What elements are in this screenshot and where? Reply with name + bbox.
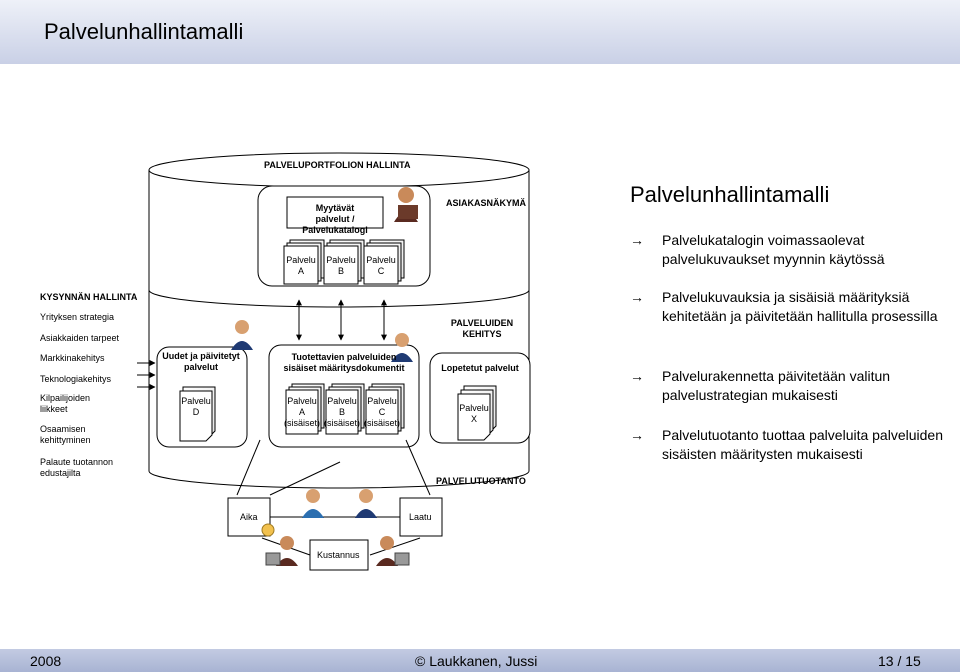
new-service-doc-d	[179, 386, 216, 442]
new-service-d: Palvelu D	[181, 396, 211, 417]
person-icon	[391, 333, 413, 362]
demand-title: KYSYNNÄN HALLINTA	[40, 292, 138, 302]
arrow-icon: →	[630, 289, 644, 305]
catalog-label: Myytävät palvelut / Palvelukatalogi	[302, 203, 368, 235]
bullet-item: → Palvelukatalogin voimassaolevat palvel…	[630, 232, 885, 267]
quality-box	[399, 497, 443, 537]
catalog-service-c: Palvelu C	[366, 255, 396, 276]
internal-doc-b	[325, 383, 365, 435]
time-label: Aika	[240, 512, 258, 522]
retired-doc-x	[457, 385, 497, 441]
right-panel-title: Palvelunhallintamalli	[630, 182, 830, 207]
computer-user-icon	[376, 536, 410, 566]
catalog-doc-c	[363, 239, 405, 285]
person-icon	[302, 489, 324, 518]
development-title: PALVELUIDEN KEHITYS	[450, 318, 514, 339]
slide-footer: 2008 © Laukkanen, Jussi 13 / 15	[0, 649, 960, 672]
cost-label: Kustannus	[317, 550, 360, 560]
demand-item: Yrityksen strategia	[40, 312, 115, 322]
demand-item: Osaamisen kehittyminen	[40, 424, 91, 445]
demand-item: Kilpailijoiden liikkeet	[40, 393, 91, 414]
catalog-doc-a	[283, 239, 325, 285]
computer-user-icon	[261, 523, 298, 566]
quality-label: Laatu	[409, 512, 432, 522]
arrow-icon: →	[630, 232, 644, 248]
customer-view-label: ASIAKASNÄKYMÄ	[446, 198, 527, 208]
demand-item: Markkinakehitys	[40, 353, 105, 363]
demand-item: Teknologiakehitys	[40, 374, 112, 384]
footer-page: 13 / 15	[878, 653, 921, 669]
new-services-label: Uudet ja päivitetyt palvelut	[162, 351, 240, 372]
retired-service-x: Palvelu X	[459, 403, 489, 424]
arrow-icon: →	[630, 368, 644, 384]
bullet-item: → Palvelukuvauksia ja sisäisiä määrityks…	[630, 289, 938, 324]
person-icon	[394, 187, 418, 222]
internal-doc-c	[365, 383, 405, 435]
portfolio-title: PALVELUPORTFOLION HALLINTA	[264, 160, 411, 170]
footer-year: 2008	[30, 653, 62, 669]
retired-label: Lopetetut palvelut	[441, 363, 519, 373]
production-label: PALVELUTUOTANTO	[436, 476, 526, 486]
catalog-service-a: Palvelu A	[286, 255, 316, 276]
catalog-service-b: Palvelu B	[326, 255, 356, 276]
internal-docs-label: Tuotettavien palveluiden sisäiset määrit…	[283, 352, 405, 373]
arrow-icon: →	[630, 427, 644, 443]
bullet-item: → Palvelurakennetta päivitetään valitun …	[630, 368, 891, 403]
demand-item: Palaute tuotannon edustajilta	[40, 457, 114, 478]
person-icon	[355, 489, 377, 518]
catalog-doc-b	[323, 239, 365, 285]
slide-header: Palvelunhallintamalli	[0, 0, 960, 64]
cost-box	[309, 539, 369, 571]
person-icon	[231, 320, 253, 350]
slide-title: Palvelunhallintamalli	[44, 19, 244, 44]
bullet-item: → Palvelutuotanto tuottaa palveluita pal…	[630, 427, 943, 462]
footer-author: © Laukkanen, Jussi	[415, 653, 538, 669]
demand-item: Asiakkaiden tarpeet	[40, 333, 120, 343]
catalog-tab	[286, 196, 384, 229]
internal-doc-a	[285, 383, 325, 435]
